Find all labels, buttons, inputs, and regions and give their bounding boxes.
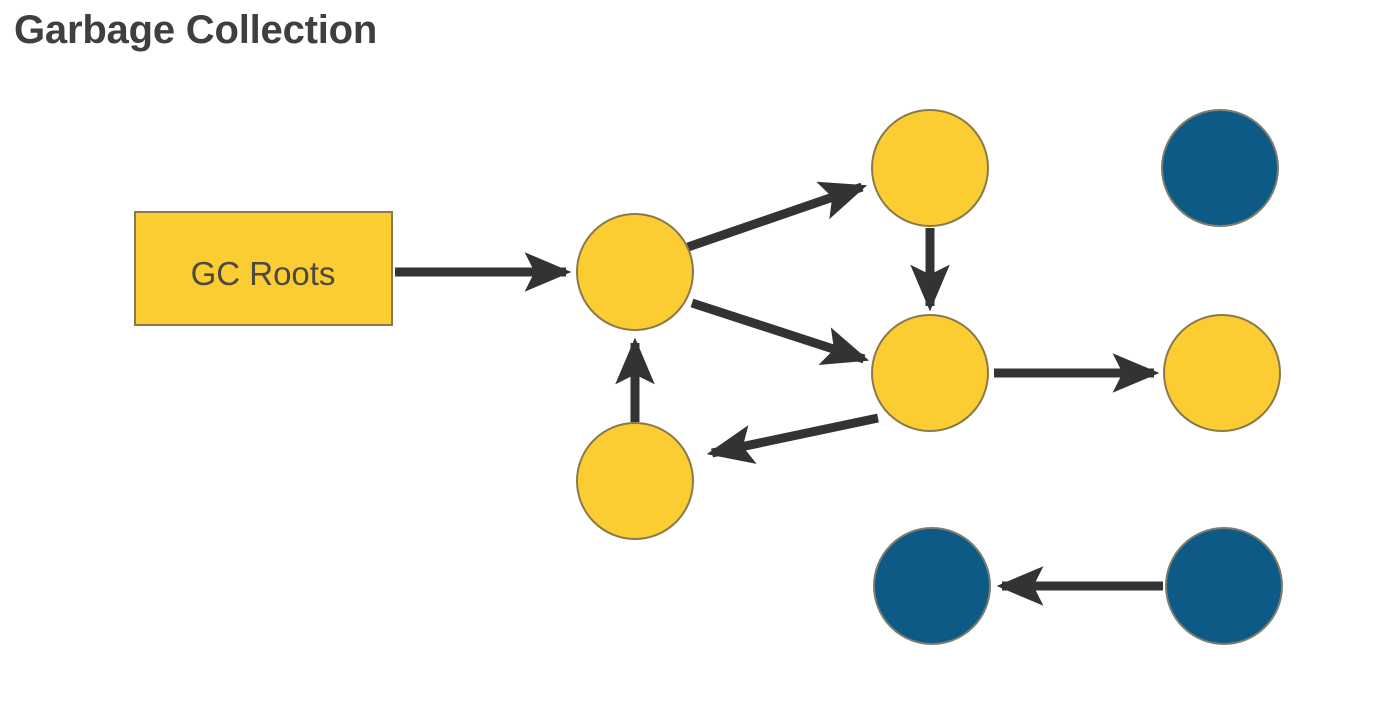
reachable-node-c[interactable] bbox=[871, 314, 989, 432]
gc-roots-label: GC Roots bbox=[191, 255, 336, 292]
edge-c-to-d bbox=[706, 413, 879, 464]
unreachable-node-f[interactable] bbox=[1161, 109, 1279, 227]
reachable-node-b[interactable] bbox=[871, 109, 989, 227]
gc-roots-box[interactable]: GC Roots bbox=[134, 211, 393, 326]
unreachable-node-g[interactable] bbox=[873, 527, 991, 645]
node-layer bbox=[576, 109, 1283, 645]
unreachable-node-h[interactable] bbox=[1165, 527, 1283, 645]
page-title: Garbage Collection bbox=[14, 8, 378, 52]
edge-layer bbox=[395, 181, 1163, 606]
gc-roots-rect bbox=[134, 211, 393, 326]
reachable-node-e[interactable] bbox=[1163, 314, 1281, 432]
edge-a-to-b bbox=[686, 181, 868, 252]
reachable-node-d[interactable] bbox=[576, 422, 694, 540]
edge-a-to-c bbox=[690, 298, 870, 366]
reachable-node-a[interactable] bbox=[576, 213, 694, 331]
